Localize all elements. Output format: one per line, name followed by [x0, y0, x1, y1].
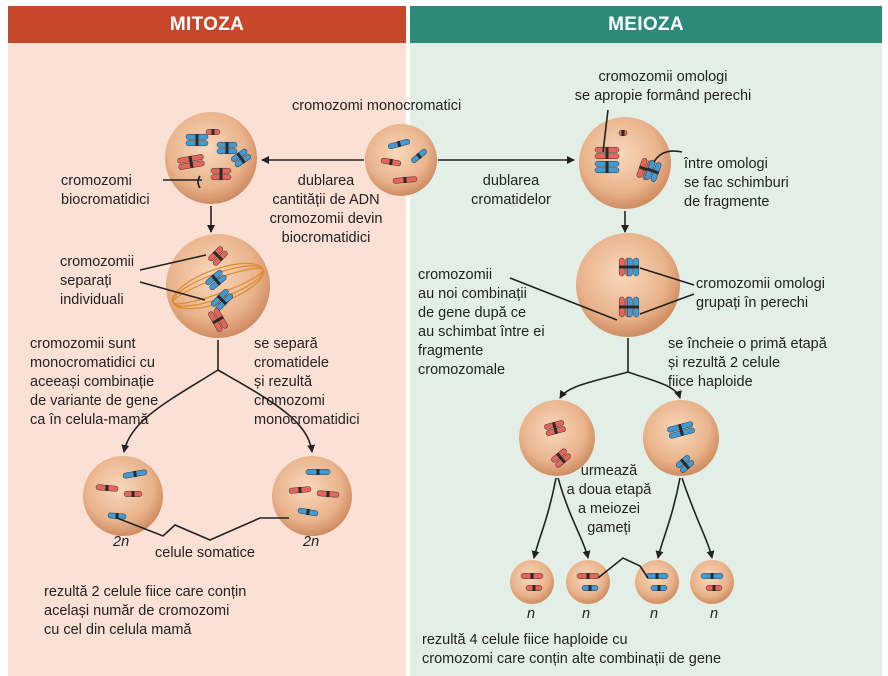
cell-body — [566, 560, 610, 604]
cell-body — [635, 560, 679, 604]
chromosome — [521, 573, 543, 579]
chromosome — [577, 573, 599, 579]
label-n-2: n — [582, 605, 590, 624]
chromosome — [646, 573, 668, 579]
cell-gamet-4 — [690, 560, 734, 604]
label-2n-right: 2n — [303, 533, 319, 552]
cell-body — [510, 560, 554, 604]
label-2n-left: 2n — [113, 533, 129, 552]
chromosome — [619, 130, 627, 136]
chromosome — [651, 585, 667, 591]
cell-meioza-profaza — [579, 117, 671, 209]
cell-mitoza-metafaza — [166, 234, 270, 338]
cell-body — [690, 560, 734, 604]
chromosome — [124, 491, 142, 497]
label-n-4: n — [710, 605, 718, 624]
label-n-1: n — [527, 605, 535, 624]
chromosome — [206, 129, 220, 135]
arrow-gamet-1 — [534, 478, 556, 558]
cell-mitoza-fiica-2 — [272, 456, 352, 536]
chromosome — [582, 585, 598, 591]
cell-gamet-2 — [566, 560, 610, 604]
cell-body — [576, 233, 680, 337]
cell-mitoza-fiica-1 — [83, 456, 163, 536]
chromosome — [701, 573, 723, 579]
chromosome — [706, 585, 722, 591]
label-celule-somatice: celule somatice — [155, 544, 255, 563]
arrow-gamet-4 — [682, 478, 712, 558]
cell-body — [83, 456, 163, 536]
label-n-3: n — [650, 605, 658, 624]
cell-gamet-1 — [510, 560, 554, 604]
label-gameti: gameți — [556, 519, 662, 538]
cell-body — [272, 456, 352, 536]
label-monocromatici: cromozomi monocromatici — [292, 97, 461, 116]
cell-gamet-3 — [635, 560, 679, 604]
cell-meioza-metafaza — [576, 233, 680, 337]
cell-mitoza-biocromatidic — [165, 112, 257, 204]
chromosome — [526, 585, 542, 591]
chromosome — [306, 469, 330, 475]
arrow-meioza-left — [560, 338, 628, 398]
label-se-separa: se separăcromatidele și rezultăcromozomi… — [254, 335, 360, 430]
